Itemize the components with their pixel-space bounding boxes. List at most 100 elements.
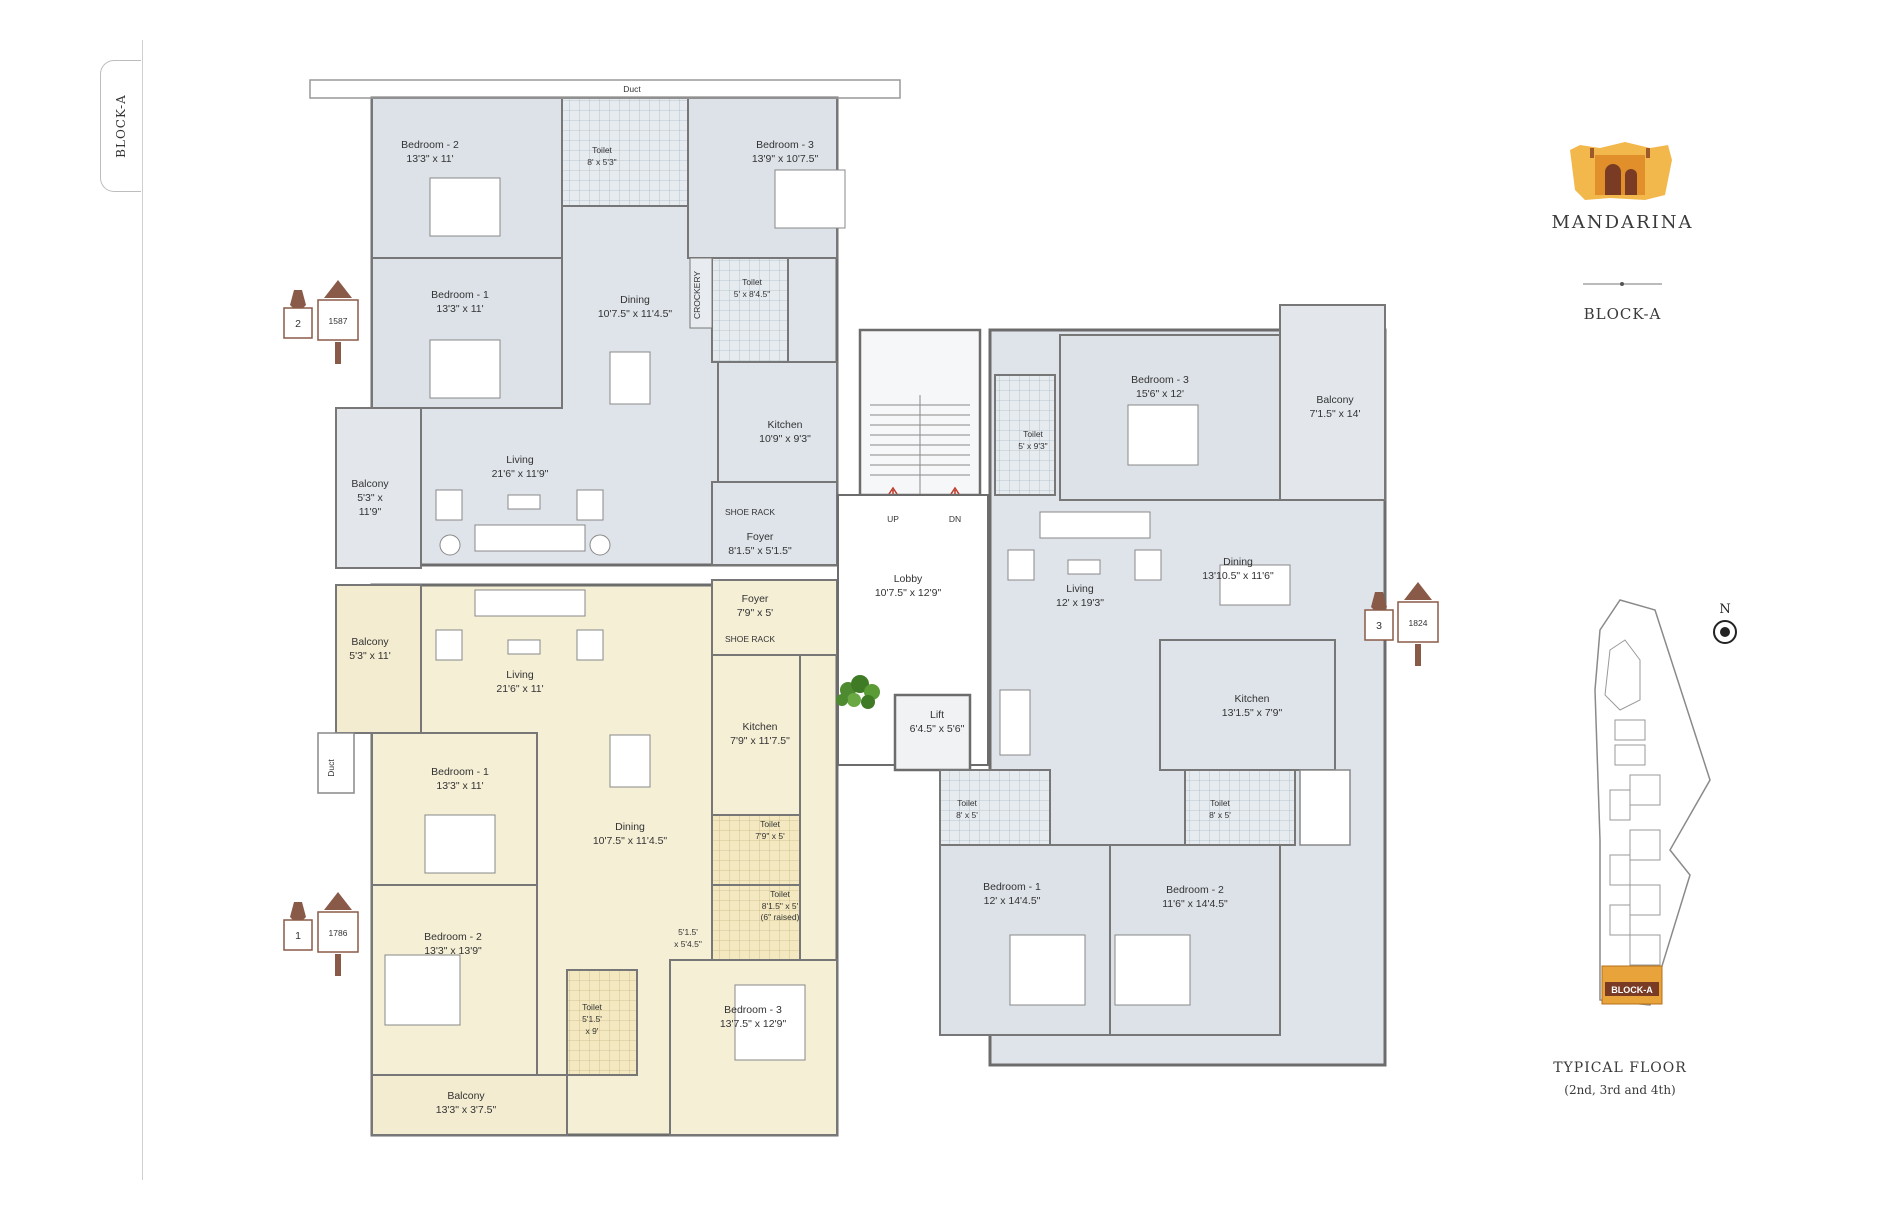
u1-balcony-size: 5'3" x 11' bbox=[349, 650, 390, 662]
u3-toilet-l-name: Toilet bbox=[957, 798, 977, 808]
brand-name: MANDARINA bbox=[1551, 212, 1694, 233]
u1-toilet-a-name: Toilet bbox=[760, 819, 780, 829]
u1-dining-size: 10'7.5" x 11'4.5" bbox=[593, 835, 668, 847]
u3-bed3-size: 15'6" x 12' bbox=[1136, 388, 1184, 400]
u3-balcony-size: 7'1.5" x 14' bbox=[1310, 408, 1361, 420]
u2-foyer-name: Foyer bbox=[747, 531, 774, 543]
floor-subtitle: (2nd, 3rd and 4th) bbox=[1564, 1083, 1676, 1097]
key-plan: BLOCK-A bbox=[1594, 599, 1711, 1006]
u1-bed1-size: 13'3" x 11' bbox=[436, 780, 483, 792]
u2-foyer-size: 8'1.5" x 5'1.5" bbox=[728, 545, 792, 557]
unit-1 bbox=[317, 579, 839, 1137]
north-arrow: N bbox=[1713, 602, 1737, 644]
u2-crockery: CROCKERY bbox=[692, 271, 702, 319]
unit-badge-3-area: 1824 bbox=[1409, 618, 1428, 628]
unit-badge-1-number: 1 bbox=[295, 930, 301, 942]
u2-balcony-name: Balcony bbox=[351, 478, 389, 490]
u2-bed1-size: 13'3" x 11' bbox=[436, 303, 483, 315]
unit-badge-3[interactable]: 3 1824 bbox=[1364, 582, 1439, 666]
u3-dining-size: 13'10.5" x 11'6" bbox=[1202, 570, 1274, 582]
u1-balcony2-size: 13'3" x 3'7.5" bbox=[436, 1104, 497, 1116]
u3-toilet-top-size: 5' x 9'3" bbox=[1018, 441, 1047, 451]
u1-toilet-b-name: Toilet bbox=[770, 889, 790, 899]
u1-foyer-name: Foyer bbox=[742, 593, 769, 605]
u1-living-size: 21'6" x 11' bbox=[496, 683, 543, 695]
u3-bed2-name: Bedroom - 2 bbox=[1166, 884, 1224, 896]
u1-duct: Duct bbox=[326, 759, 336, 777]
lift-size: 6'4.5" x 5'6" bbox=[910, 723, 965, 735]
u2-kitchen-name: Kitchen bbox=[767, 419, 802, 431]
u1-foyer-size: 7'9" x 5' bbox=[737, 607, 773, 619]
core bbox=[836, 328, 989, 772]
u1-living-name: Living bbox=[506, 669, 534, 681]
unit-badge-1[interactable]: 1 1786 bbox=[283, 892, 359, 976]
north-label: N bbox=[1719, 602, 1730, 617]
u2-bed3-name: Bedroom - 3 bbox=[756, 139, 814, 151]
u1-kitchen-name: Kitchen bbox=[742, 721, 777, 733]
stair-up: UP bbox=[887, 514, 899, 524]
u2-dining-name: Dining bbox=[620, 294, 650, 306]
u1-toilet-c-size2: x 9' bbox=[586, 1026, 599, 1036]
u3-kitchen-size: 13'1.5" x 7'9" bbox=[1222, 707, 1283, 719]
planter bbox=[836, 675, 880, 709]
unit-2 bbox=[309, 79, 901, 569]
mandarina-logo bbox=[1570, 142, 1672, 200]
u2-bed1-name: Bedroom - 1 bbox=[431, 289, 489, 301]
u3-kitchen-name: Kitchen bbox=[1234, 693, 1269, 705]
u2-toilet2-name: Toilet bbox=[742, 277, 762, 287]
u2-toilet-top-name: Toilet bbox=[592, 145, 612, 155]
u3-dining-name: Dining bbox=[1223, 556, 1253, 568]
u3-toilet-r-name: Toilet bbox=[1210, 798, 1230, 808]
u1-kitchen-size: 7'9" x 11'7.5" bbox=[730, 735, 790, 747]
u1-dining-name: Dining bbox=[615, 821, 645, 833]
u1-passage-size1: 5'1.5' bbox=[678, 927, 698, 937]
unit-badge-3-number: 3 bbox=[1376, 620, 1382, 632]
u3-toilet-top-name: Toilet bbox=[1023, 429, 1043, 439]
u2-living-name: Living bbox=[506, 454, 534, 466]
u2-toilet-top-size: 8' x 5'3" bbox=[587, 157, 616, 167]
u2-bed3-size: 13'9" x 10'7.5" bbox=[752, 153, 819, 165]
u1-toilet-b-note: (6" raised) bbox=[761, 912, 800, 922]
u3-bed1-name: Bedroom - 1 bbox=[983, 881, 1041, 893]
key-plan-block-label: BLOCK-A bbox=[1611, 985, 1653, 995]
lobby-name: Lobby bbox=[894, 573, 923, 585]
u3-living-size: 12' x 19'3" bbox=[1056, 597, 1104, 609]
u2-kitchen-size: 10'9" x 9'3" bbox=[759, 433, 811, 445]
u1-bed1-name: Bedroom - 1 bbox=[431, 766, 489, 778]
u2-balcony-size1: 5'3" x bbox=[357, 492, 383, 504]
u2-dining-size: 10'7.5" x 11'4.5" bbox=[598, 308, 673, 320]
u1-toilet-c-size1: 5'1.5' bbox=[582, 1014, 602, 1024]
u1-balcony2-name: Balcony bbox=[447, 1090, 485, 1102]
u3-toilet-l-size: 8' x 5' bbox=[956, 810, 978, 820]
u2-shoe-rack: SHOE RACK bbox=[725, 507, 775, 517]
unit-badge-2[interactable]: 2 1587 bbox=[283, 280, 359, 364]
u2-toilet2-size: 5' x 8'4.5" bbox=[734, 289, 771, 299]
u1-toilet-c-name: Toilet bbox=[582, 1002, 602, 1012]
unit-badge-1-area: 1786 bbox=[329, 928, 348, 938]
u2-living-size: 21'6" x 11'9" bbox=[492, 468, 549, 480]
u3-toilet-r-size: 8' x 5' bbox=[1209, 810, 1231, 820]
brand-block: BLOCK-A bbox=[1583, 305, 1662, 323]
u2-bed2-name: Bedroom - 2 bbox=[401, 139, 459, 151]
unit-badge-2-number: 2 bbox=[295, 318, 301, 330]
u1-toilet-b-size: 8'1.5" x 5' bbox=[762, 901, 799, 911]
u2-bed2-size: 13'3" x 11' bbox=[406, 153, 453, 165]
u2-balcony-size2: 11'9" bbox=[359, 506, 382, 518]
duct-top-label: Duct bbox=[623, 84, 641, 94]
lobby-size: 10'7.5" x 12'9" bbox=[875, 587, 942, 599]
u1-shoe-rack: SHOE RACK bbox=[725, 634, 775, 644]
u1-balcony-name: Balcony bbox=[351, 636, 389, 648]
u3-bed1-size: 12' x 14'4.5" bbox=[984, 895, 1041, 907]
unit-3 bbox=[939, 304, 1387, 1067]
u1-bed3-name: Bedroom - 3 bbox=[724, 1004, 782, 1016]
u1-passage-size2: x 5'4.5" bbox=[674, 939, 702, 949]
u1-bed3-size: 13'7.5" x 12'9" bbox=[720, 1018, 787, 1030]
floor-title: TYPICAL FLOOR bbox=[1553, 1060, 1687, 1076]
u1-bed2-size: 13'3" x 13'9" bbox=[424, 945, 482, 957]
block-side-tab[interactable]: BLOCK-A bbox=[100, 60, 141, 192]
room-labels: Bedroom - 2 13'3" x 11' Toilet 8' x 5'3"… bbox=[326, 84, 1360, 1116]
lift-name: Lift bbox=[930, 709, 944, 721]
u1-bed2-name: Bedroom - 2 bbox=[424, 931, 482, 943]
unit-badge-2-area: 1587 bbox=[329, 316, 348, 326]
